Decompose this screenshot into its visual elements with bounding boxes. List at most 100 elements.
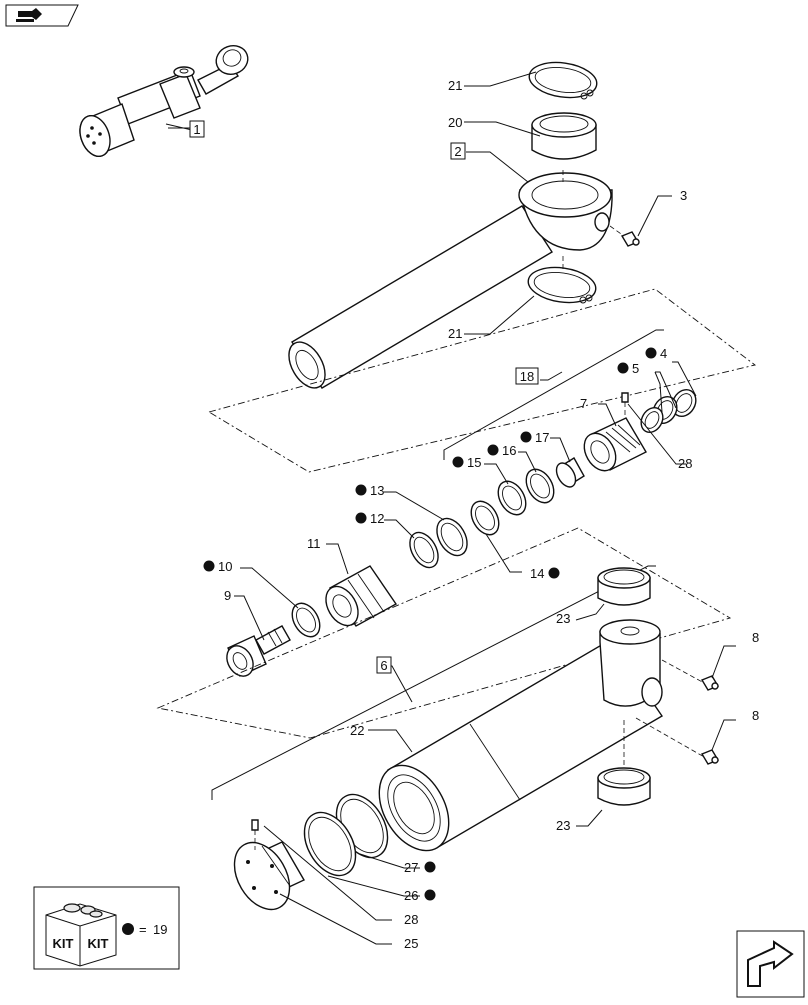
group-outline-18 xyxy=(207,288,757,473)
cylinder-barrel xyxy=(378,619,707,852)
callout-15[interactable]: 15 xyxy=(452,455,482,470)
kit-dot-icon xyxy=(487,444,499,456)
rod-eye-bushing xyxy=(531,112,597,160)
svg-text:14: 14 xyxy=(530,566,544,581)
o-ring-5b xyxy=(640,406,664,434)
svg-text:15: 15 xyxy=(467,455,481,470)
group-outline-6 xyxy=(156,527,732,739)
book-arrow-icon[interactable] xyxy=(5,4,79,27)
piston xyxy=(325,565,398,627)
callout-5[interactable]: 5 xyxy=(617,361,640,376)
seal-ring-13 xyxy=(436,517,468,557)
grease-fitting-8-upper xyxy=(700,675,720,691)
callout-14[interactable]: 14 xyxy=(530,566,560,581)
kit-dot-icon xyxy=(617,362,629,374)
callout-21-upper[interactable]: 21 xyxy=(448,78,462,93)
svg-text:11: 11 xyxy=(307,536,321,551)
svg-text:17: 17 xyxy=(535,430,549,445)
callout-16[interactable]: 16 xyxy=(487,443,517,458)
kit-dot-icon xyxy=(424,889,436,901)
callout-23-lower[interactable]: 23 xyxy=(556,818,570,833)
svg-text:28: 28 xyxy=(678,456,692,471)
svg-text:16: 16 xyxy=(502,443,516,458)
snap-ring-lower xyxy=(527,266,597,304)
callout-3[interactable]: 3 xyxy=(680,188,687,203)
svg-text:2: 2 xyxy=(454,144,461,159)
callout-7[interactable]: 7 xyxy=(580,396,587,411)
svg-text:5: 5 xyxy=(632,361,639,376)
bushing-23-upper xyxy=(597,567,651,606)
svg-text:=: = xyxy=(139,922,147,937)
svg-text:18: 18 xyxy=(520,369,534,384)
svg-text:6: 6 xyxy=(380,658,387,673)
callout-21-lower[interactable]: 21 xyxy=(448,326,462,341)
svg-text:21: 21 xyxy=(448,78,462,93)
callout-26[interactable]: 26 xyxy=(404,888,436,903)
next-page-arrow-icon[interactable] xyxy=(736,930,805,998)
svg-text:9: 9 xyxy=(224,588,231,603)
snap-ring-upper xyxy=(528,61,598,100)
set-screw-gland xyxy=(621,392,629,416)
guide-bushing-17 xyxy=(555,457,585,488)
cylinder-assembly-thumbnail xyxy=(79,45,249,158)
callout-23-upper[interactable]: 23 xyxy=(556,611,570,626)
kit-dot-icon xyxy=(645,347,657,359)
svg-text:22: 22 xyxy=(350,723,364,738)
svg-text:23: 23 xyxy=(556,818,570,833)
callout-13[interactable]: 13 xyxy=(355,483,385,498)
grease-fitting-8-lower xyxy=(700,749,720,765)
callout-18[interactable]: 18 xyxy=(515,367,539,385)
kit-dot-icon xyxy=(452,456,464,468)
svg-text:28: 28 xyxy=(404,912,418,927)
piston-bolt xyxy=(226,625,291,677)
svg-text:13: 13 xyxy=(370,483,384,498)
o-ring-10 xyxy=(291,602,321,638)
svg-text:19: 19 xyxy=(153,922,167,937)
svg-text:4: 4 xyxy=(660,346,667,361)
svg-text:20: 20 xyxy=(448,115,462,130)
end-cap xyxy=(233,841,305,911)
callout-22[interactable]: 22 xyxy=(350,723,364,738)
callout-11[interactable]: 11 xyxy=(307,536,321,551)
callout-2[interactable]: 2 xyxy=(450,142,466,160)
svg-text:26: 26 xyxy=(404,888,418,903)
callout-17[interactable]: 17 xyxy=(520,430,550,445)
callout-28-lower[interactable]: 28 xyxy=(404,912,418,927)
callout-labels: 1 2 3 4 5 6 7 8 xyxy=(189,78,759,951)
callout-27[interactable]: 27 xyxy=(404,860,436,875)
set-screw-cap xyxy=(251,819,259,850)
seal-ring-14 xyxy=(470,500,500,536)
callout-4[interactable]: 4 xyxy=(645,346,668,361)
kit-legend: KIT KIT = 19 xyxy=(33,886,180,970)
svg-text:KIT: KIT xyxy=(53,936,74,951)
svg-text:12: 12 xyxy=(370,511,384,526)
callout-25[interactable]: 25 xyxy=(404,936,418,951)
callout-8-lower[interactable]: 8 xyxy=(752,708,759,723)
svg-text:8: 8 xyxy=(752,708,759,723)
kit-dot-icon xyxy=(355,484,367,496)
seal-ring-16 xyxy=(525,468,555,504)
callout-10[interactable]: 10 xyxy=(203,559,233,574)
callout-28-upper[interactable]: 28 xyxy=(678,456,692,471)
callout-9[interactable]: 9 xyxy=(224,588,231,603)
kit-dot-icon xyxy=(355,512,367,524)
kit-dot-icon xyxy=(424,861,436,873)
svg-text:21: 21 xyxy=(448,326,462,341)
svg-text:27: 27 xyxy=(404,860,418,875)
callout-20[interactable]: 20 xyxy=(448,115,462,130)
gland-head xyxy=(583,417,647,472)
callout-1[interactable]: 1 xyxy=(189,120,205,138)
svg-text:10: 10 xyxy=(218,559,232,574)
callout-6[interactable]: 6 xyxy=(376,656,392,674)
svg-text:KIT: KIT xyxy=(88,936,109,951)
callout-8-upper[interactable]: 8 xyxy=(752,630,759,645)
kit-dot-icon xyxy=(203,560,215,572)
svg-text:23: 23 xyxy=(556,611,570,626)
callout-12[interactable]: 12 xyxy=(355,511,385,526)
group-bracket-18 xyxy=(443,329,664,460)
o-ring-4 xyxy=(671,388,697,418)
kit-box-icon: KIT KIT xyxy=(45,903,117,967)
seal-ring-15 xyxy=(497,480,527,516)
